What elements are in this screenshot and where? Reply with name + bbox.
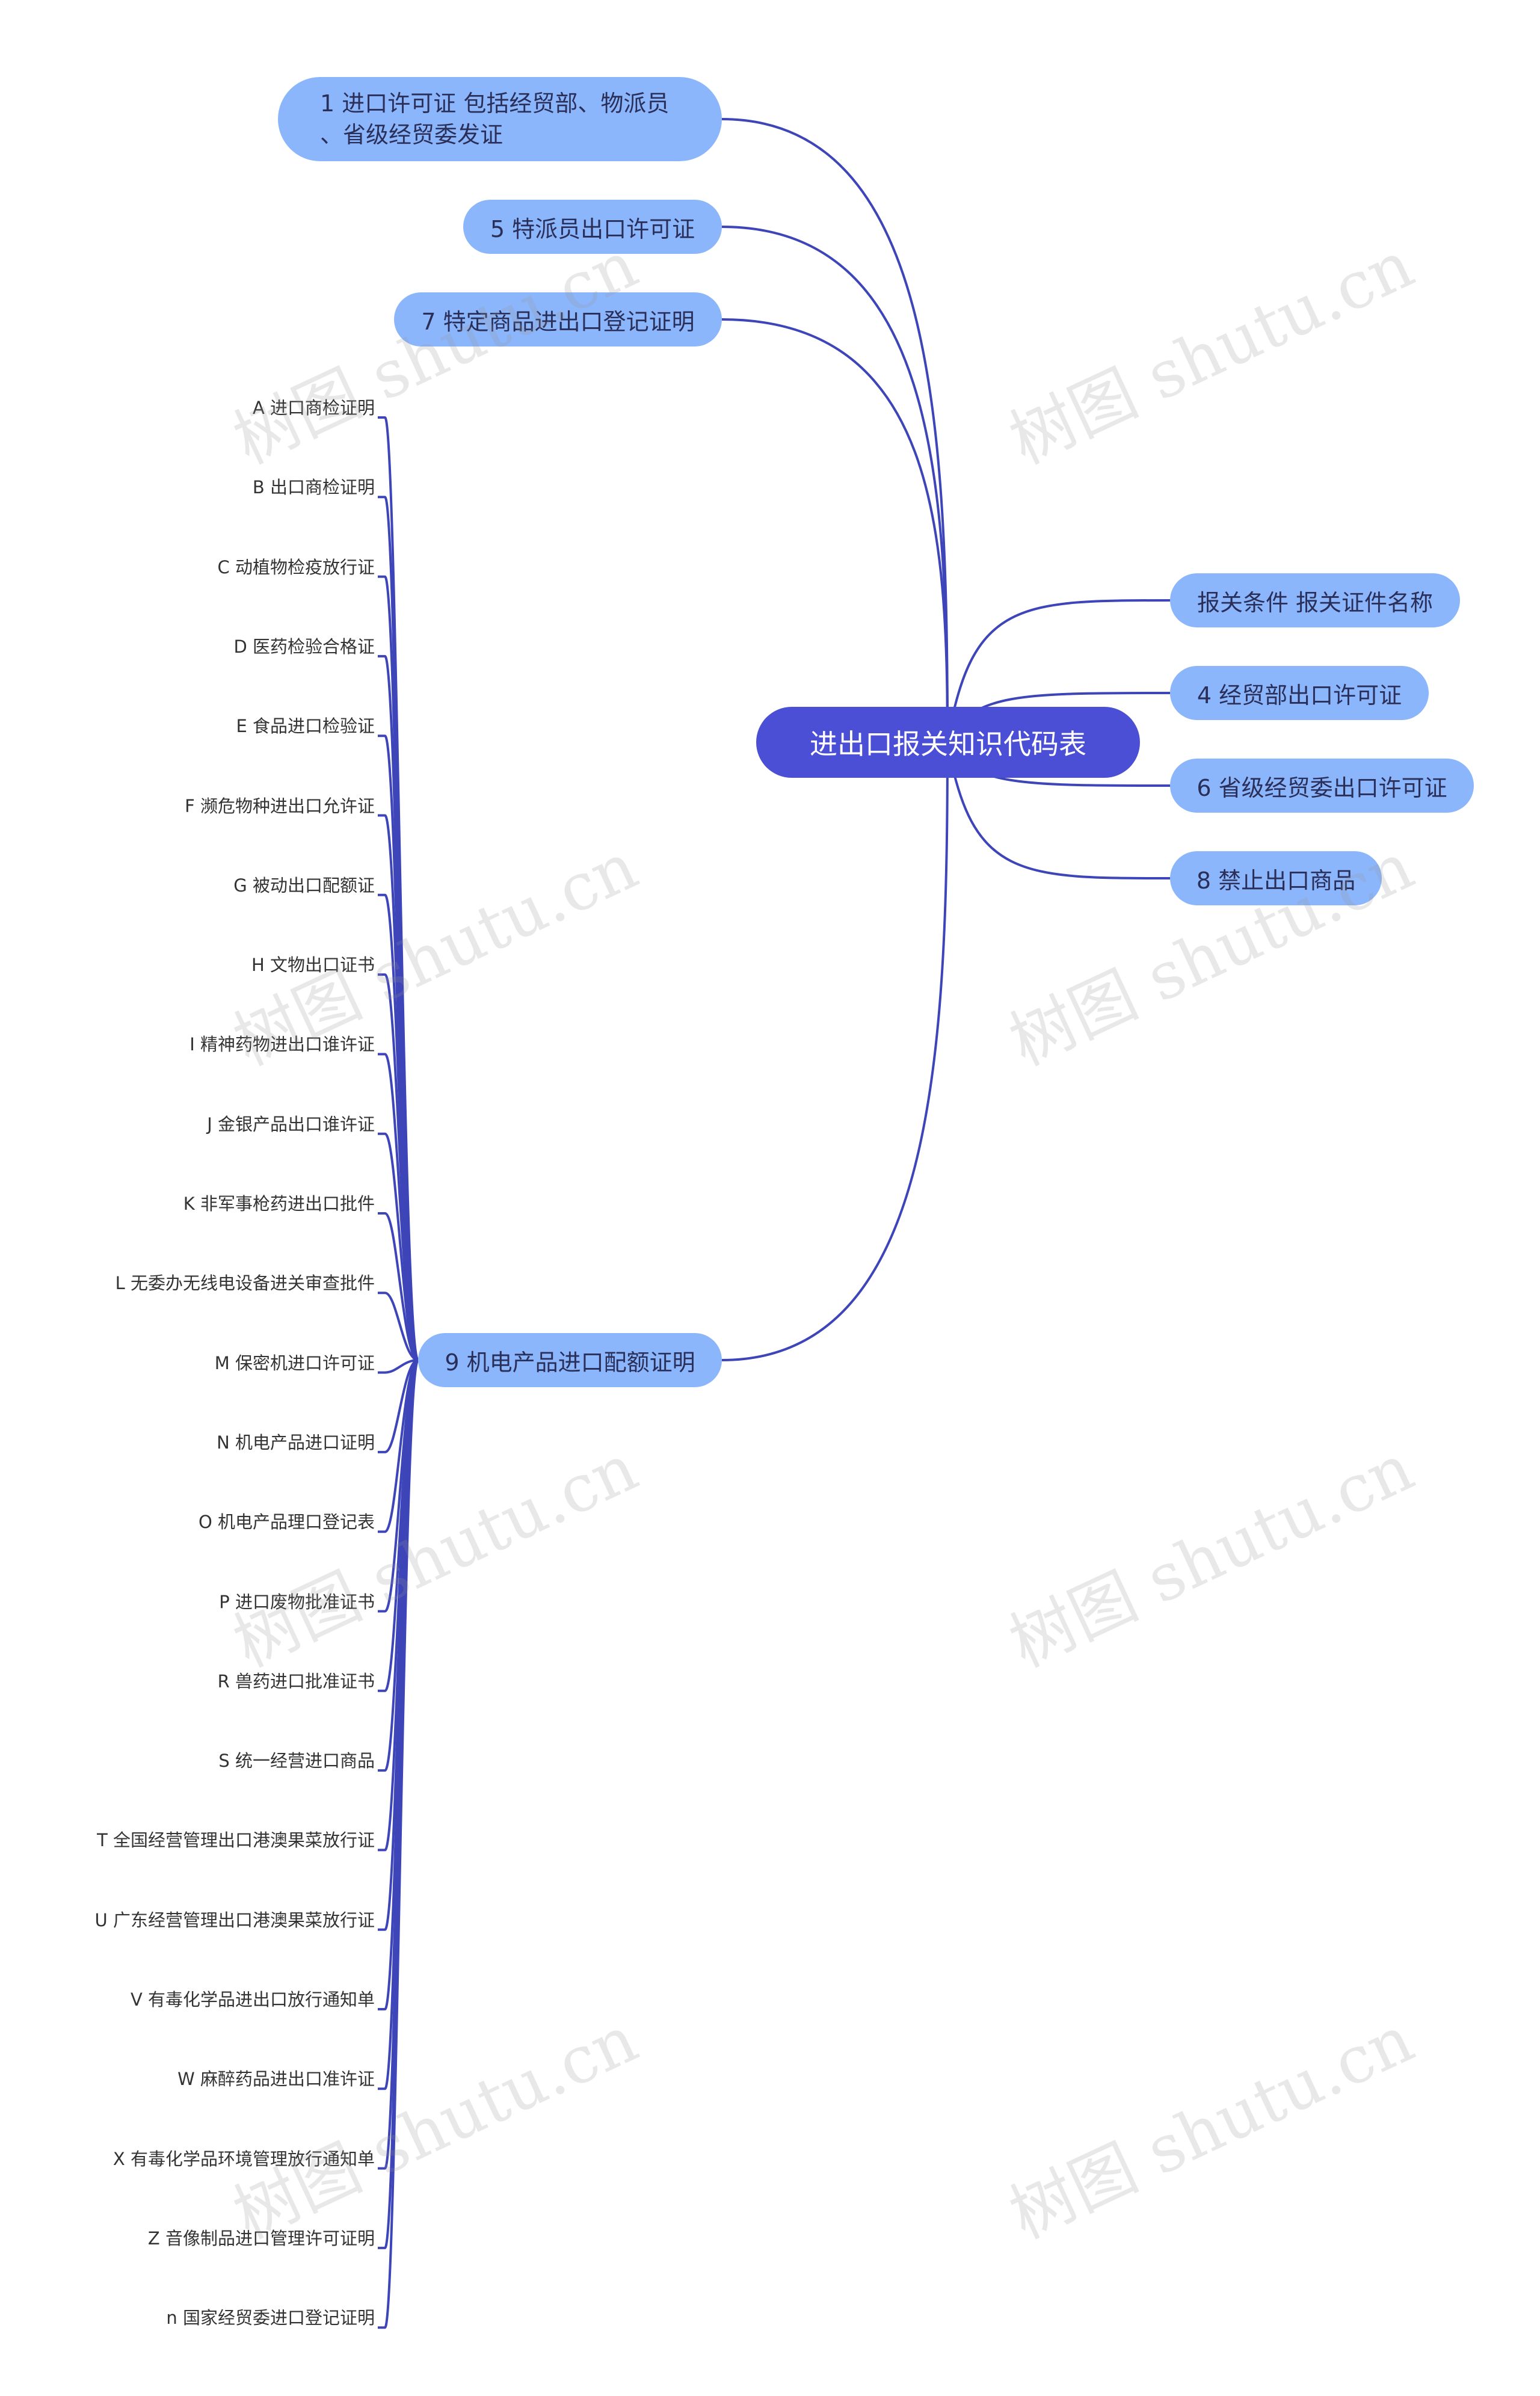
branch-provincial-export-license[interactable]: 6 省级经贸委出口许可证 — [1170, 759, 1474, 813]
root-to-left-branch-link — [721, 226, 949, 743]
leaf-item[interactable]: B 出口商检证明 — [252, 477, 375, 498]
leaf-item[interactable]: W 麻醉药品进出口准许证 — [177, 2069, 375, 2090]
leaf-item[interactable]: G 被动出口配额证 — [233, 875, 375, 896]
leaf-item[interactable]: D 医药检验合格证 — [233, 636, 375, 657]
leaf-item[interactable]: K 非军事枪药进出口批件 — [183, 1193, 375, 1214]
leaf-item[interactable]: S 统一经营进口商品 — [218, 1751, 375, 1772]
branch-to-leaf-link — [378, 1359, 419, 2329]
branch-mechanical-electrical-quota[interactable]: 9 机电产品进口配额证明 — [418, 1333, 722, 1387]
leaf-item[interactable]: R 兽药进口批准证书 — [217, 1671, 375, 1692]
leaf-item[interactable]: C 动植物检疫放行证 — [217, 556, 375, 577]
branch-special-commissioner-export-license[interactable]: 5 特派员出口许可证 — [463, 200, 722, 254]
leaf-item[interactable]: N 机电产品进口证明 — [217, 1432, 375, 1453]
leaf-item[interactable]: U 广东经营管理出口港澳果菜放行证 — [94, 1909, 375, 1930]
branch-special-goods-registration[interactable]: 7 特定商品进出口登记证明 — [394, 292, 722, 346]
branch-to-leaf-link — [378, 1359, 419, 1374]
root-node[interactable]: 进出口报关知识代码表 — [756, 707, 1140, 778]
root-to-right-branch-link — [946, 742, 1171, 879]
branch-ministry-export-license[interactable]: 4 经贸部出口许可证 — [1170, 666, 1429, 720]
leaf-item[interactable]: X 有毒化学品环境管理放行通知单 — [112, 2148, 375, 2169]
branch-import-license-line1: 1 进口许可证 包括经贸部、物派员 — [320, 90, 670, 117]
root-to-right-branch-link — [946, 599, 1171, 743]
leaf-item[interactable]: O 机电产品理口登记表 — [198, 1512, 375, 1533]
root-to-left-branch-link — [721, 742, 949, 1361]
leaf-item[interactable]: I 精神药物进出口谁许证 — [189, 1034, 375, 1055]
leaf-item[interactable]: P 进口废物批准证书 — [219, 1591, 375, 1612]
leaf-item[interactable]: E 食品进口检验证 — [236, 716, 375, 737]
leaf-item[interactable]: M 保密机进口许可证 — [214, 1352, 375, 1373]
leaf-item[interactable]: A 进口商检证明 — [252, 398, 375, 418]
branch-import-license-line2: 、省级经贸委发证 — [320, 122, 504, 148]
leaf-item[interactable]: T 全国经营管理出口港澳果菜放行证 — [97, 1830, 375, 1851]
leaf-item[interactable]: Z 音像制品进口管理许可证明 — [147, 2228, 375, 2249]
branch-to-leaf-link — [378, 1212, 419, 1361]
leaf-item[interactable]: n 国家经贸委进口登记证明 — [166, 2308, 375, 2329]
leaf-item[interactable]: V 有毒化学品进出口放行通知单 — [130, 1989, 375, 2010]
branch-to-leaf-link — [378, 1292, 419, 1361]
leaf-item[interactable]: H 文物出口证书 — [251, 955, 375, 976]
leaf-item[interactable]: J 金银产品出口谁许证 — [207, 1113, 375, 1135]
branch-import-license[interactable]: 1 进口许可证 包括经贸部、物派员 、省级经贸委发证 — [278, 77, 722, 161]
branch-to-leaf-link — [378, 1132, 419, 1361]
branch-export-prohibited-goods[interactable]: 8 禁止出口商品 — [1170, 851, 1382, 905]
leaf-item[interactable]: L 无委办无线电设备进关审查批件 — [115, 1273, 375, 1294]
root-to-left-branch-link — [721, 318, 949, 743]
root-to-left-branch-link — [721, 118, 949, 743]
leaf-item[interactable]: F 濒危物种进出口允许证 — [185, 795, 375, 816]
branch-to-leaf-link — [378, 1359, 419, 1453]
branch-customs-conditions[interactable]: 报关条件 报关证件名称 — [1170, 573, 1460, 627]
